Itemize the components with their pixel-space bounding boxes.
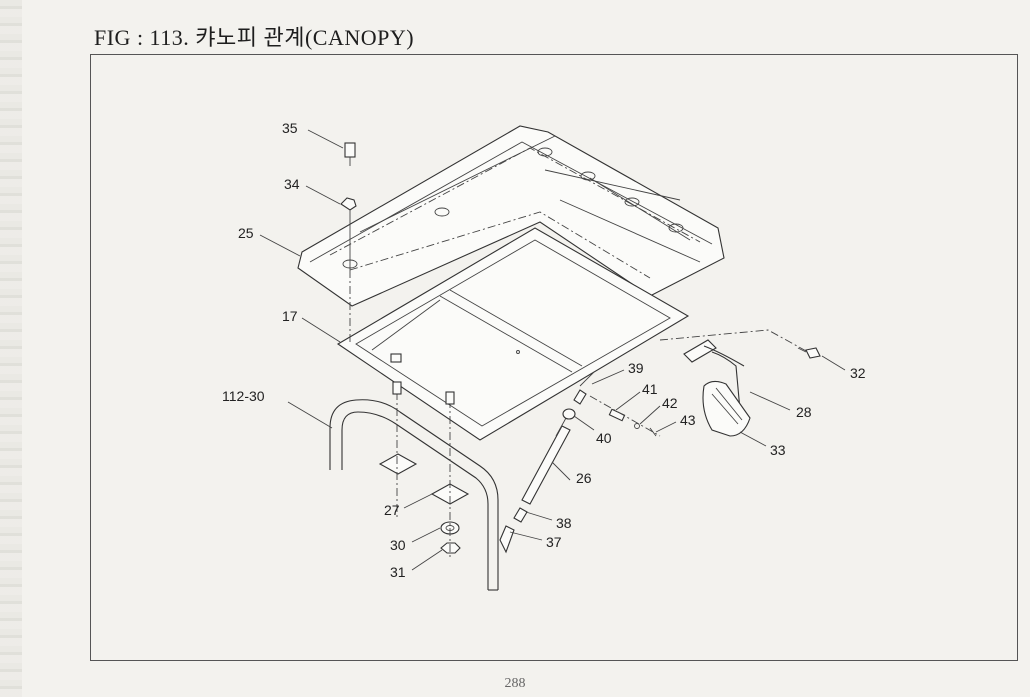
callout-32: 32 (850, 365, 866, 381)
callout-42: 42 (662, 395, 678, 411)
roll-bar-frame (329, 399, 499, 591)
leader-lines (259, 129, 846, 571)
callout-40: 40 (596, 430, 612, 446)
figure-title: FIG : 113. 캬노피 관계(CANOPY) (94, 25, 415, 50)
callout-43: 43 (680, 412, 696, 428)
callout-17: 17 (282, 308, 298, 324)
callout-31: 31 (390, 564, 406, 580)
drawing-frame (90, 54, 1018, 661)
callout-38: 38 (556, 515, 572, 531)
mount-hardware (349, 270, 470, 560)
canopy-frame-part (336, 227, 690, 441)
scan-edge-strip (0, 0, 22, 697)
callout-26: 26 (576, 470, 592, 486)
callout-34: 34 (284, 176, 300, 192)
work-lamp-assembly (659, 329, 821, 437)
callout-27: 27 (384, 502, 400, 518)
top-bolt-part (340, 142, 357, 270)
page-number: 288 (504, 676, 526, 691)
callout-39: 39 (628, 360, 644, 376)
pin-washer-clip (589, 395, 661, 437)
callout-37: 37 (546, 534, 562, 550)
callout-28: 28 (796, 404, 812, 420)
gas-strut-part (499, 371, 595, 554)
callout-30: 30 (390, 537, 406, 553)
callout-41: 41 (642, 381, 658, 397)
callout-112-30: 112-30 (222, 388, 265, 404)
callout-33: 33 (770, 442, 786, 458)
callout-35: 35 (282, 120, 298, 136)
callout-25: 25 (238, 225, 254, 241)
